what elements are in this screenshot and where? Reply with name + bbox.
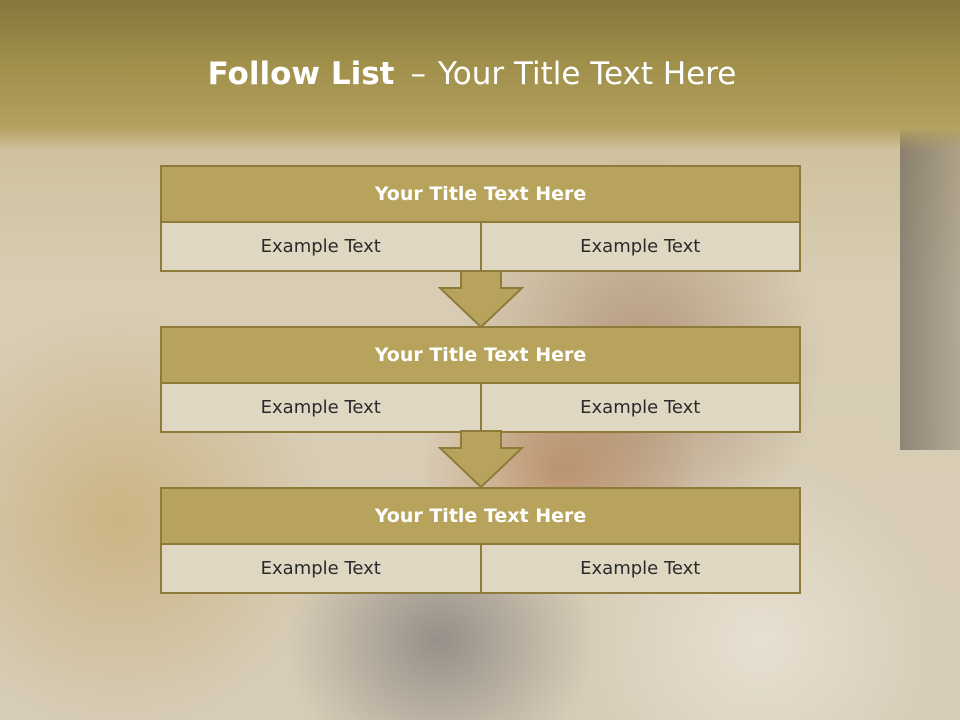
step-cell-left: Example Text (160, 545, 482, 594)
slide-title: Follow List–Your Title Text Here (0, 56, 944, 92)
step-block-2: Your Title Text Here Example Text Exampl… (160, 326, 801, 433)
slide-title-main: Follow List (207, 56, 395, 92)
title-banner (0, 0, 960, 150)
down-arrow-icon (438, 270, 524, 328)
step-block-1: Your Title Text Here Example Text Exampl… (160, 165, 801, 272)
step-row: Example Text Example Text (160, 545, 801, 594)
slide-title-subtitle: Your Title Text Here (437, 56, 737, 92)
step-cell-right: Example Text (481, 223, 801, 272)
step-title: Your Title Text Here (160, 487, 801, 545)
step-row: Example Text Example Text (160, 384, 801, 433)
step-row: Example Text Example Text (160, 223, 801, 272)
down-arrow-icon (438, 430, 524, 488)
step-cell-left: Example Text (160, 223, 482, 272)
step-block-3: Your Title Text Here Example Text Exampl… (160, 487, 801, 594)
step-cell-right: Example Text (481, 545, 801, 594)
step-cell-left: Example Text (160, 384, 482, 433)
slide-title-separator: – (410, 56, 426, 92)
step-title: Your Title Text Here (160, 326, 801, 384)
background-tree-trunk (900, 130, 960, 450)
step-cell-right: Example Text (481, 384, 801, 433)
step-title: Your Title Text Here (160, 165, 801, 223)
